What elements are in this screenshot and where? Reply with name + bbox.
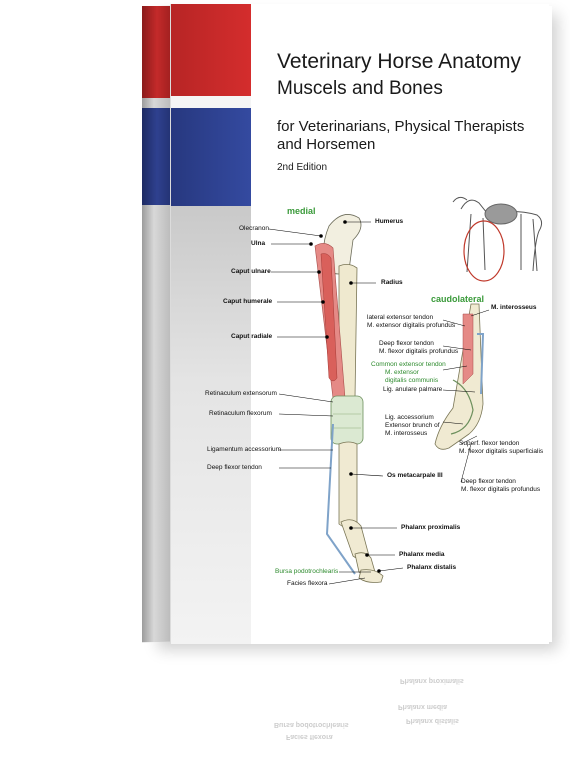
label-olecranon: Olecranon bbox=[239, 225, 269, 232]
horse-skeleton-icon bbox=[452, 196, 543, 273]
label-caput-humerale: Caput humerale bbox=[223, 298, 273, 305]
label-facies-flexora: Facies flexora bbox=[287, 580, 328, 587]
label-ulna: Ulna bbox=[251, 240, 266, 247]
audience-line-1: for Veterinarians, Physical Therapists bbox=[277, 118, 525, 135]
label-common-extensor-2: M. extensor bbox=[385, 369, 419, 376]
label-phalanx-proximalis: Phalanx proximalis bbox=[401, 524, 461, 531]
heading-caudolateral: caudolateral bbox=[431, 294, 485, 304]
label-common-extensor-3: digitalis communis bbox=[385, 377, 439, 384]
label-lig-anulare: Lig. anulare palmare bbox=[383, 386, 443, 393]
book-spine bbox=[142, 5, 172, 643]
spine-blue-band bbox=[142, 108, 172, 205]
label-caput-radiale: Caput radiale bbox=[231, 333, 273, 340]
label-radius: Radius bbox=[381, 279, 403, 286]
cover-red-band bbox=[171, 4, 251, 96]
reflection-phalanx-proximalis: Phalanx proximalis bbox=[400, 677, 464, 684]
label-deep-flexor-tendon: Deep flexor tendon bbox=[207, 464, 262, 471]
highlight-circle bbox=[463, 220, 505, 282]
reflection-phalanx-distalis: Phalanx distalis bbox=[406, 717, 459, 724]
spine-red-band bbox=[142, 6, 172, 98]
label-retinaculum-extensorum: Retinaculum extensorum bbox=[205, 390, 277, 397]
label-m-interosseus: M. interosseus bbox=[491, 304, 537, 311]
label-phalanx-distalis: Phalanx distalis bbox=[407, 564, 457, 571]
book-audience: for Veterinarians, Physical Therapists a… bbox=[277, 118, 537, 154]
reflection-phalanx-media: Phalanx media bbox=[398, 703, 448, 710]
label-deep-flexor-1: Deep flexor tendon bbox=[379, 340, 434, 347]
label-common-extensor-1: Common extensor tendon bbox=[371, 361, 446, 368]
label-lig-accessorium: Lig. accessorium bbox=[385, 414, 434, 421]
label-extensor-branch-2: M. interosseus bbox=[385, 430, 428, 437]
label-extensor-branch-1: Extensor brunch of bbox=[385, 422, 440, 429]
label-phalanx-media: Phalanx media bbox=[399, 551, 445, 558]
book-title: Veterinary Horse Anatomy bbox=[277, 50, 521, 73]
label-superf-flexor-1: Superf. flexor tendon bbox=[459, 440, 520, 447]
label-lateral-extensor-2: M. extensor digitalis profundus bbox=[367, 322, 456, 329]
audience-line-2: and Horsemen bbox=[277, 136, 376, 153]
reflection-inner: Facies flexora Phalanx distalis Bursa po… bbox=[170, 648, 548, 760]
reflection-bursa: Bursa podotrochlearis bbox=[274, 721, 349, 728]
book-subtitle: Muscels and Bones bbox=[277, 78, 443, 99]
label-superf-flexor-2: M. flexor digitalis superficialis bbox=[459, 448, 544, 455]
book-cover: Veterinary Horse Anatomy Muscels and Bon… bbox=[170, 4, 549, 644]
heading-medial: medial bbox=[287, 206, 316, 216]
label-deep-flexor-b1: Deep flexor tendon bbox=[461, 478, 516, 485]
label-retinaculum-flexorum: Retinaculum flexorum bbox=[209, 410, 272, 417]
label-deep-flexor-2: M. flexor digitalis profundus bbox=[379, 348, 459, 355]
label-humerus: Humerus bbox=[375, 218, 404, 225]
cover-grey-band bbox=[171, 206, 251, 644]
label-deep-flexor-b2: M. flexor digitalis profundus bbox=[461, 486, 541, 493]
cover-blue-band bbox=[171, 108, 251, 206]
cover-white-band bbox=[171, 96, 251, 108]
cover-reflection: Facies flexora Phalanx distalis Bursa po… bbox=[170, 648, 548, 760]
reflection-facies-flexora: Facies flexora bbox=[286, 733, 333, 740]
label-caput-ulnare: Caput ulnare bbox=[231, 268, 271, 275]
leg-anatomy-illustration bbox=[268, 196, 543, 585]
book-edition: 2nd Edition bbox=[277, 162, 328, 173]
label-lateral-extensor-1: lateral extensor tendon bbox=[367, 314, 434, 321]
label-bursa-podotrochlearis: Bursa podotrochlearis bbox=[275, 568, 339, 575]
label-os-metacarpale: Os metacarpale III bbox=[387, 472, 443, 479]
label-ligamentum-accessorium: Ligamentum accessorium bbox=[207, 446, 282, 453]
